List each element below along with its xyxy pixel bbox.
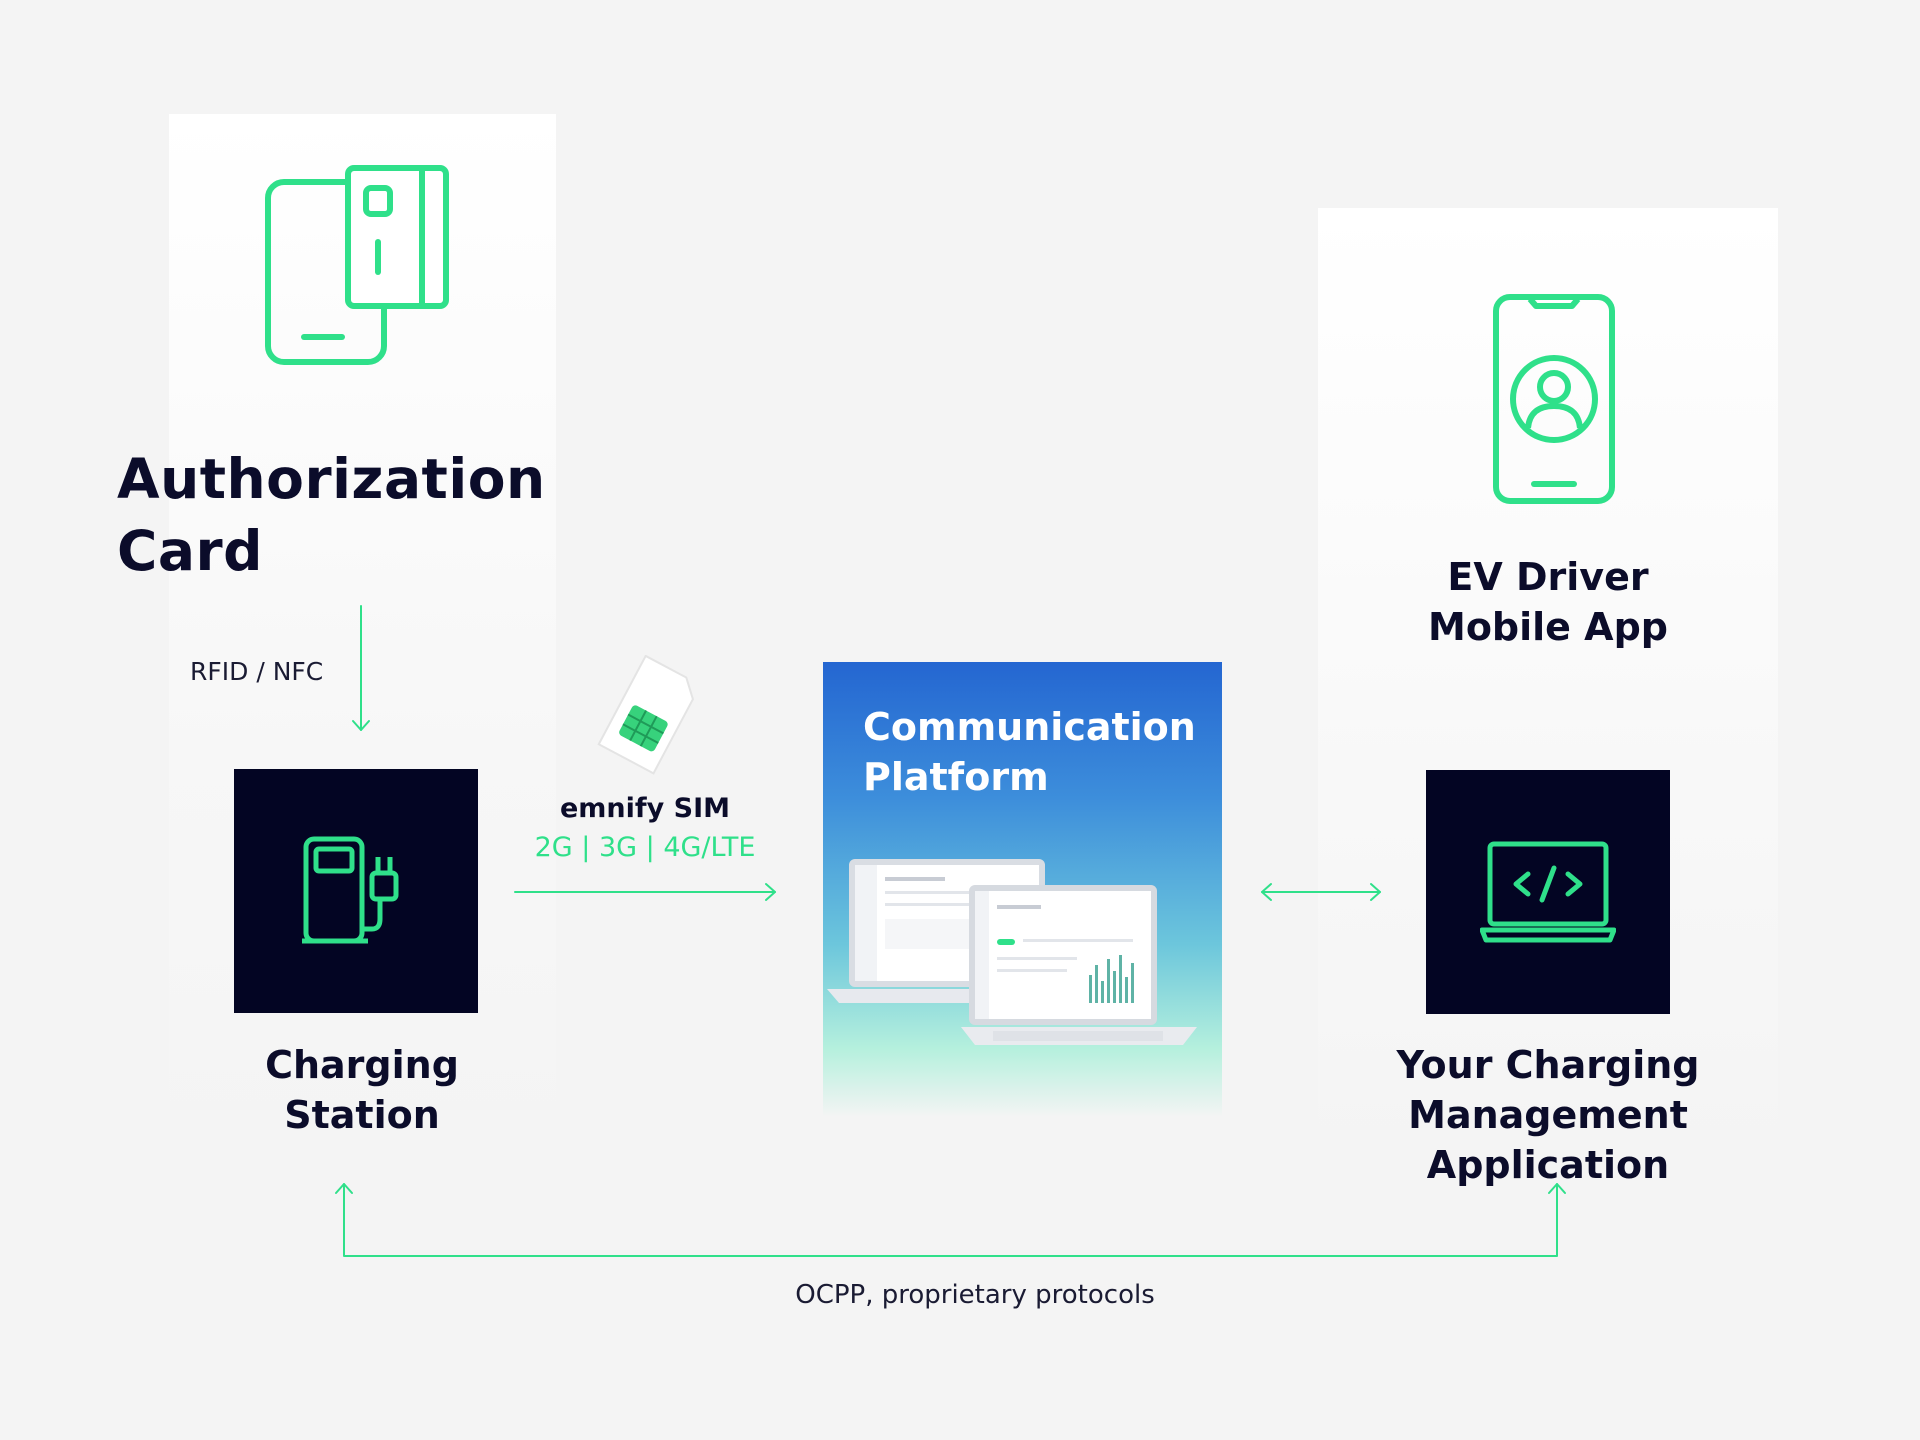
sim-card-icon xyxy=(597,655,694,775)
charging-station-line1: Charging xyxy=(265,1043,459,1087)
authorization-card-title: Authorization Card xyxy=(117,443,546,587)
charging-station-box xyxy=(234,769,478,1013)
charging-station-line2: Station xyxy=(284,1093,440,1137)
authorization-card-line2: Card xyxy=(117,519,263,583)
ev-driver-app-title: EV Driver Mobile App xyxy=(1318,552,1778,652)
ocpp-label: OCPP, proprietary protocols xyxy=(795,1280,1155,1310)
charging-management-title: Your Charging Management Application xyxy=(1290,1040,1806,1190)
ev-driver-app-line1: EV Driver xyxy=(1447,555,1649,599)
phone-card-icon xyxy=(265,165,449,365)
charging-management-box xyxy=(1426,770,1670,1014)
communication-platform-title: Communication Platform xyxy=(863,702,1196,802)
authorization-card-line1: Authorization xyxy=(117,447,546,511)
laptop-code-icon xyxy=(1480,841,1616,943)
charging-station-icon xyxy=(302,836,399,944)
charging-management-line1: Your Charging xyxy=(1396,1043,1700,1087)
ev-driver-app-line2: Mobile App xyxy=(1428,605,1668,649)
rfid-label: RFID / NFC xyxy=(190,657,324,686)
sim-name-label: emnify SIM xyxy=(559,793,731,824)
communication-platform-line2: Platform xyxy=(863,755,1049,799)
laptops-icon xyxy=(827,859,1197,1045)
charging-management-line2: Management Application xyxy=(1408,1093,1688,1187)
communication-platform-panel: Communication Platform xyxy=(823,662,1222,1117)
charging-station-title: Charging Station xyxy=(210,1040,514,1140)
phone-user-icon xyxy=(1493,294,1615,504)
sim-networks-label: 2G | 3G | 4G/LTE xyxy=(534,832,756,863)
ocpp-connector xyxy=(343,1183,1558,1257)
communication-platform-line1: Communication xyxy=(863,705,1196,749)
